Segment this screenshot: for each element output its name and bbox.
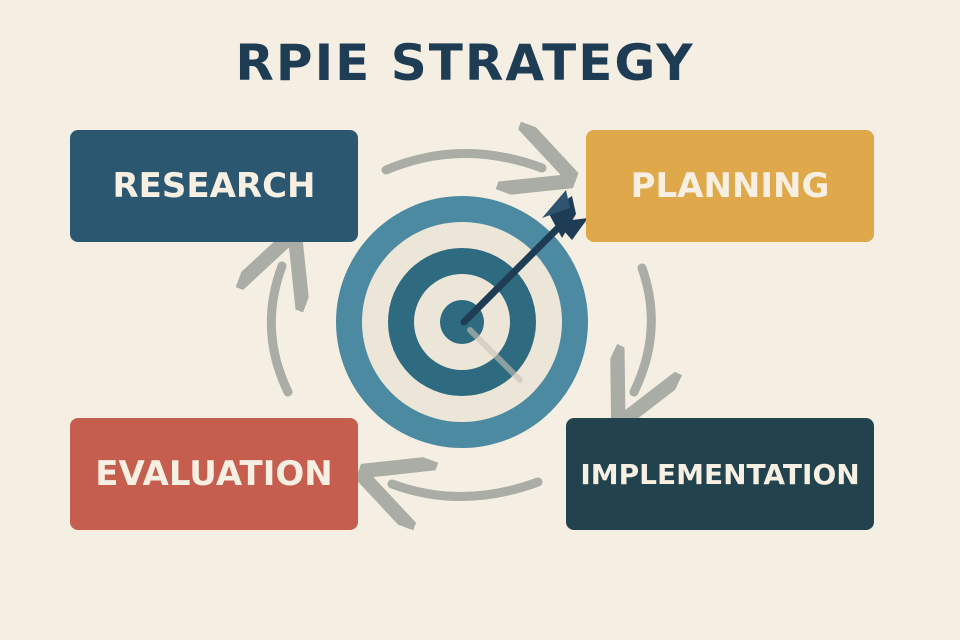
arrow-evaluation-to-research: [271, 266, 288, 397]
step-research: RESEARCH: [70, 130, 358, 242]
step-implementation-label: IMPLEMENTATION: [580, 457, 860, 491]
step-research-label: RESEARCH: [112, 166, 316, 206]
dart-icon: [460, 190, 588, 326]
arrow-implementation-to-evaluation: [392, 482, 543, 497]
arrow-research-to-planning: [381, 153, 542, 170]
step-planning: PLANNING: [586, 130, 874, 242]
page-title: RPIE STRATEGY: [235, 34, 695, 92]
step-planning-label: PLANNING: [630, 166, 830, 206]
arrow-planning-to-implementation: [634, 263, 651, 392]
step-implementation: IMPLEMENTATION: [566, 418, 874, 530]
step-evaluation-label: EVALUATION: [95, 454, 333, 494]
step-evaluation: EVALUATION: [70, 418, 358, 530]
